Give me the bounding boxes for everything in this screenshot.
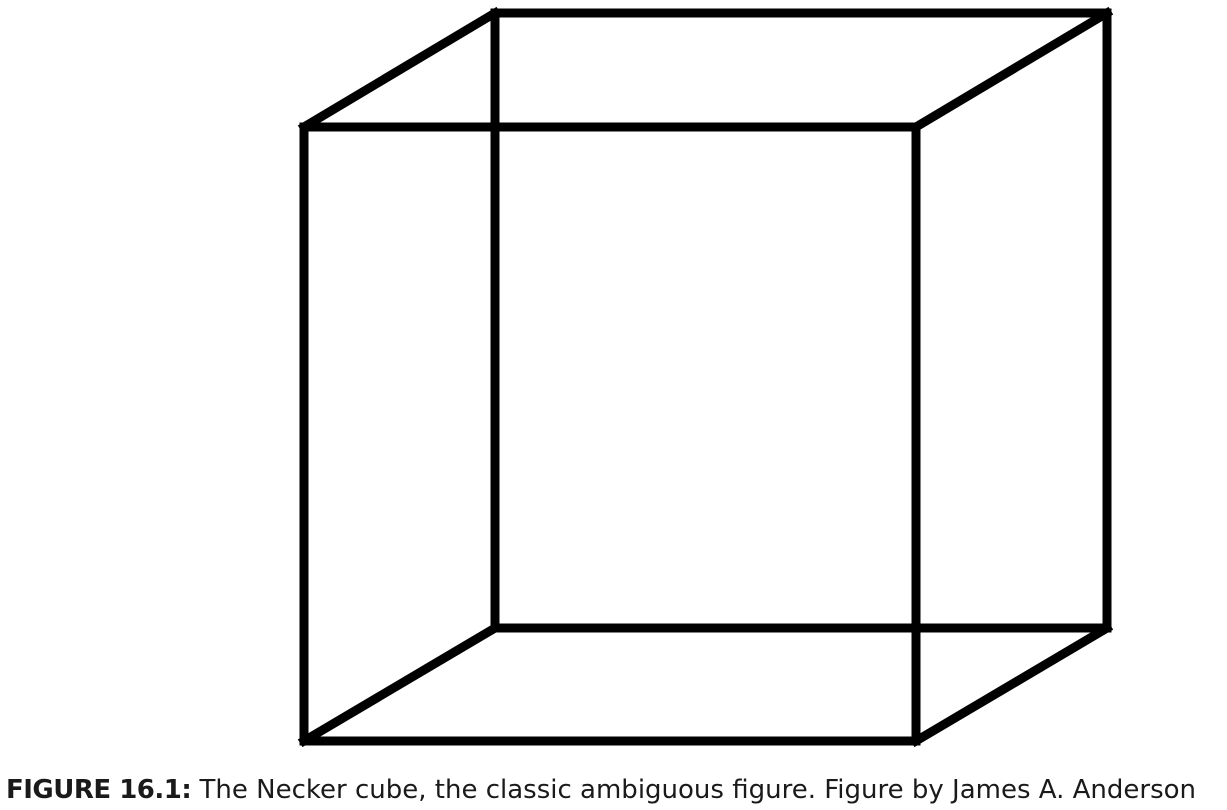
figure-caption: FIGURE 16.1: The Necker cube, the classi… <box>6 773 1227 807</box>
necker-cube-figure <box>297 6 1114 748</box>
necker-cube-edge-top-left <box>297 6 502 134</box>
necker-cube-edge-bottom-left <box>297 621 502 748</box>
necker-cube-front-face <box>299 122 921 746</box>
figure-caption-text: The Necker cube, the classic ambiguous f… <box>191 775 1197 805</box>
necker-cube-back-face <box>490 8 1112 633</box>
necker-cube-edge-top-right <box>909 6 1114 134</box>
figure-caption-label: FIGURE 16.1: <box>6 775 192 805</box>
necker-cube-edge-bottom-right <box>909 621 1114 748</box>
